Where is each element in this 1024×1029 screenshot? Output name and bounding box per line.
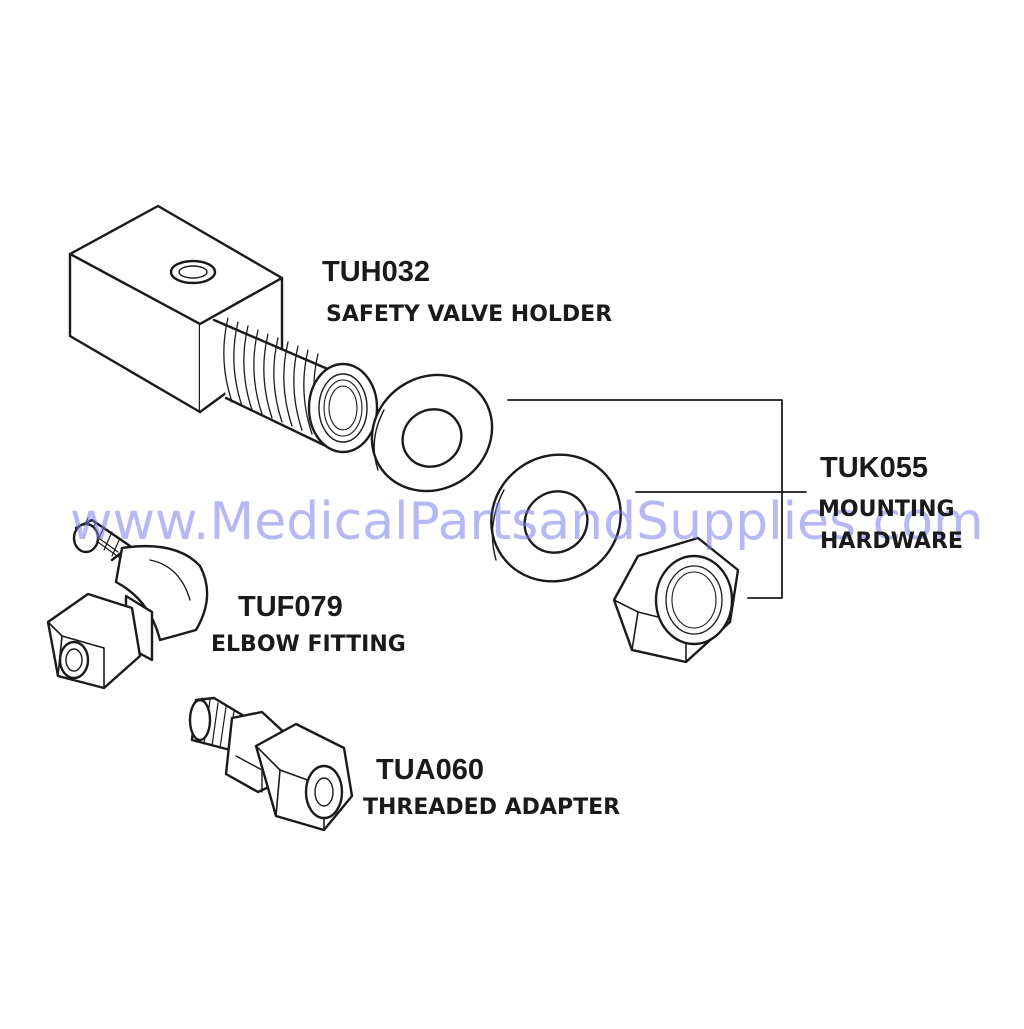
tuk055-bracket-line	[507, 399, 807, 599]
tuh032-description: SAFETY VALVE HOLDER	[326, 302, 613, 327]
tua060-code: TUA060	[376, 754, 484, 786]
tuk055-description-line1: MOUNTING	[818, 497, 955, 522]
flat-washer-1-drawing	[370, 373, 494, 493]
tua060-description: THREADED ADAPTER	[363, 795, 621, 820]
tuf079-description: ELBOW FITTING	[211, 632, 406, 657]
tuh032-code: TUH032	[322, 256, 430, 288]
tuk055-code: TUK055	[820, 452, 928, 484]
threaded-adapter-drawing	[188, 696, 354, 832]
flat-washer-2-drawing	[490, 453, 622, 583]
hex-nut-drawing	[612, 536, 740, 664]
tuk055-description-line2: HARDWARE	[820, 529, 963, 554]
tuf079-code: TUF079	[238, 591, 343, 623]
elbow-fitting-drawing	[46, 517, 209, 690]
safety-valve-holder-drawing	[68, 204, 379, 454]
